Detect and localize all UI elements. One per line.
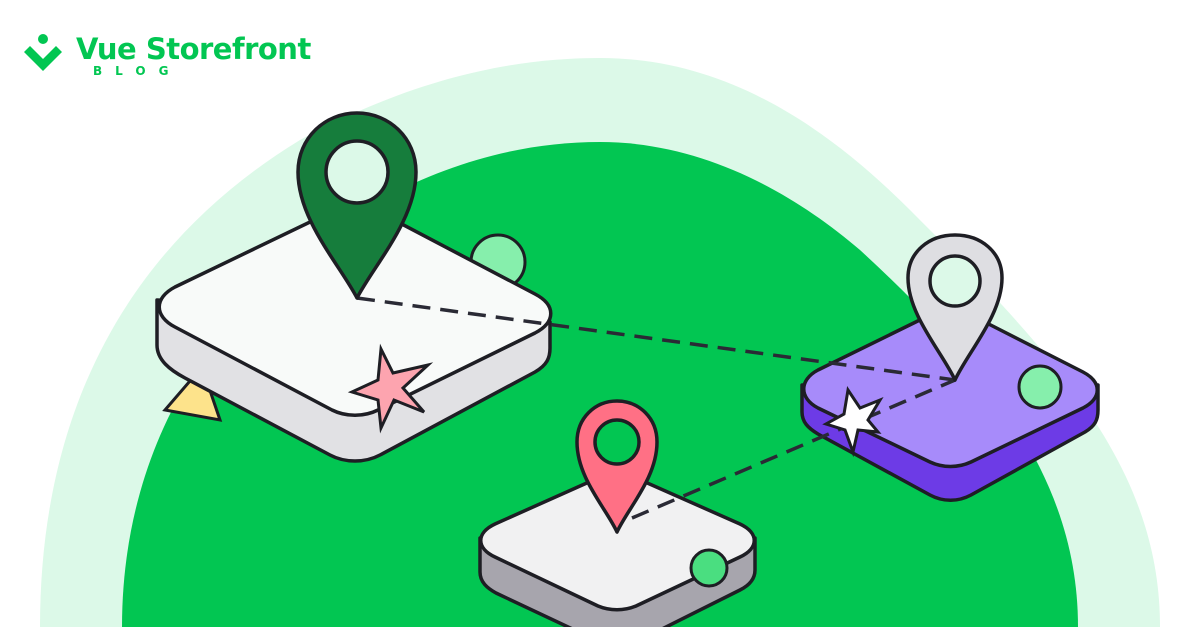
vue-storefront-blog-logo[interactable]: Vue Storefront BLOG: [24, 34, 311, 78]
mint-dot-icon: [1017, 364, 1063, 410]
white-star-icon: [822, 386, 884, 458]
green-dot-icon: [689, 548, 729, 588]
vue-storefront-chevron-logo-icon: [24, 34, 62, 71]
pink-location-pin-icon: [575, 399, 659, 534]
brand-name: Vue Storefront: [76, 32, 311, 66]
gray-location-pin-icon: [906, 233, 1004, 382]
small-white-platform: [478, 472, 757, 627]
dashed-route-lines: [356, 296, 956, 520]
green-location-pin-icon: [296, 111, 418, 300]
pink-star-icon: [347, 343, 434, 434]
brand-subtitle: BLOG: [93, 64, 182, 78]
